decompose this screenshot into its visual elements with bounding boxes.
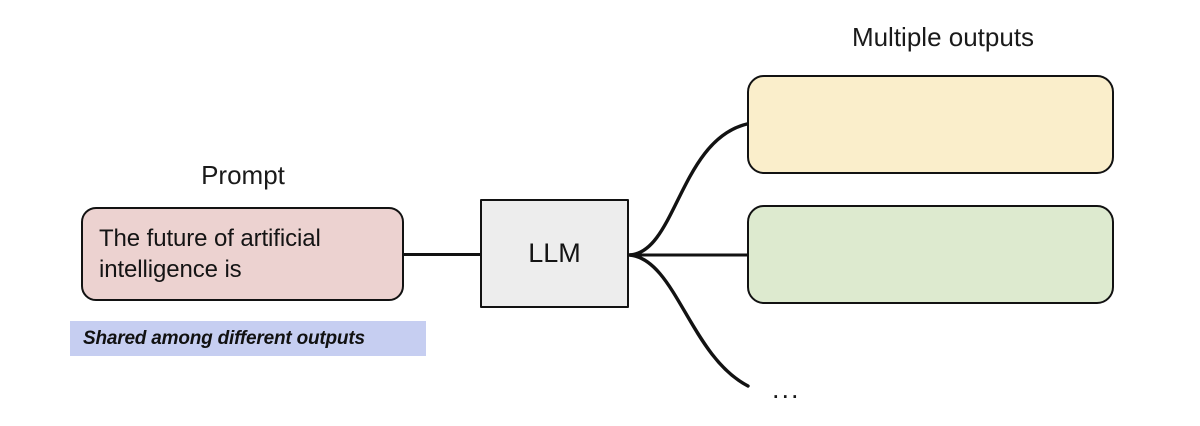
prompt-caption: Prompt	[201, 160, 285, 190]
output-box-1[interactable]	[747, 75, 1114, 174]
ellipsis-label: ...	[772, 374, 801, 404]
shared-note-text: Shared among different outputs	[83, 327, 365, 349]
llm-label: LLM	[528, 238, 581, 268]
edge-llm-to-ellipsis	[628, 253, 750, 388]
outputs-caption: Multiple outputs	[851, 22, 1035, 52]
shared-note-band: Shared among different outputs	[70, 321, 426, 356]
output-box-2[interactable]	[747, 205, 1114, 304]
llm-box[interactable]: LLM	[480, 199, 629, 308]
prompt-text: The future of artificial intelligence is	[99, 225, 321, 283]
edge-llm-to-output-1	[628, 122, 749, 257]
prompt-box[interactable]: The future of artificial intelligence is	[81, 207, 404, 301]
